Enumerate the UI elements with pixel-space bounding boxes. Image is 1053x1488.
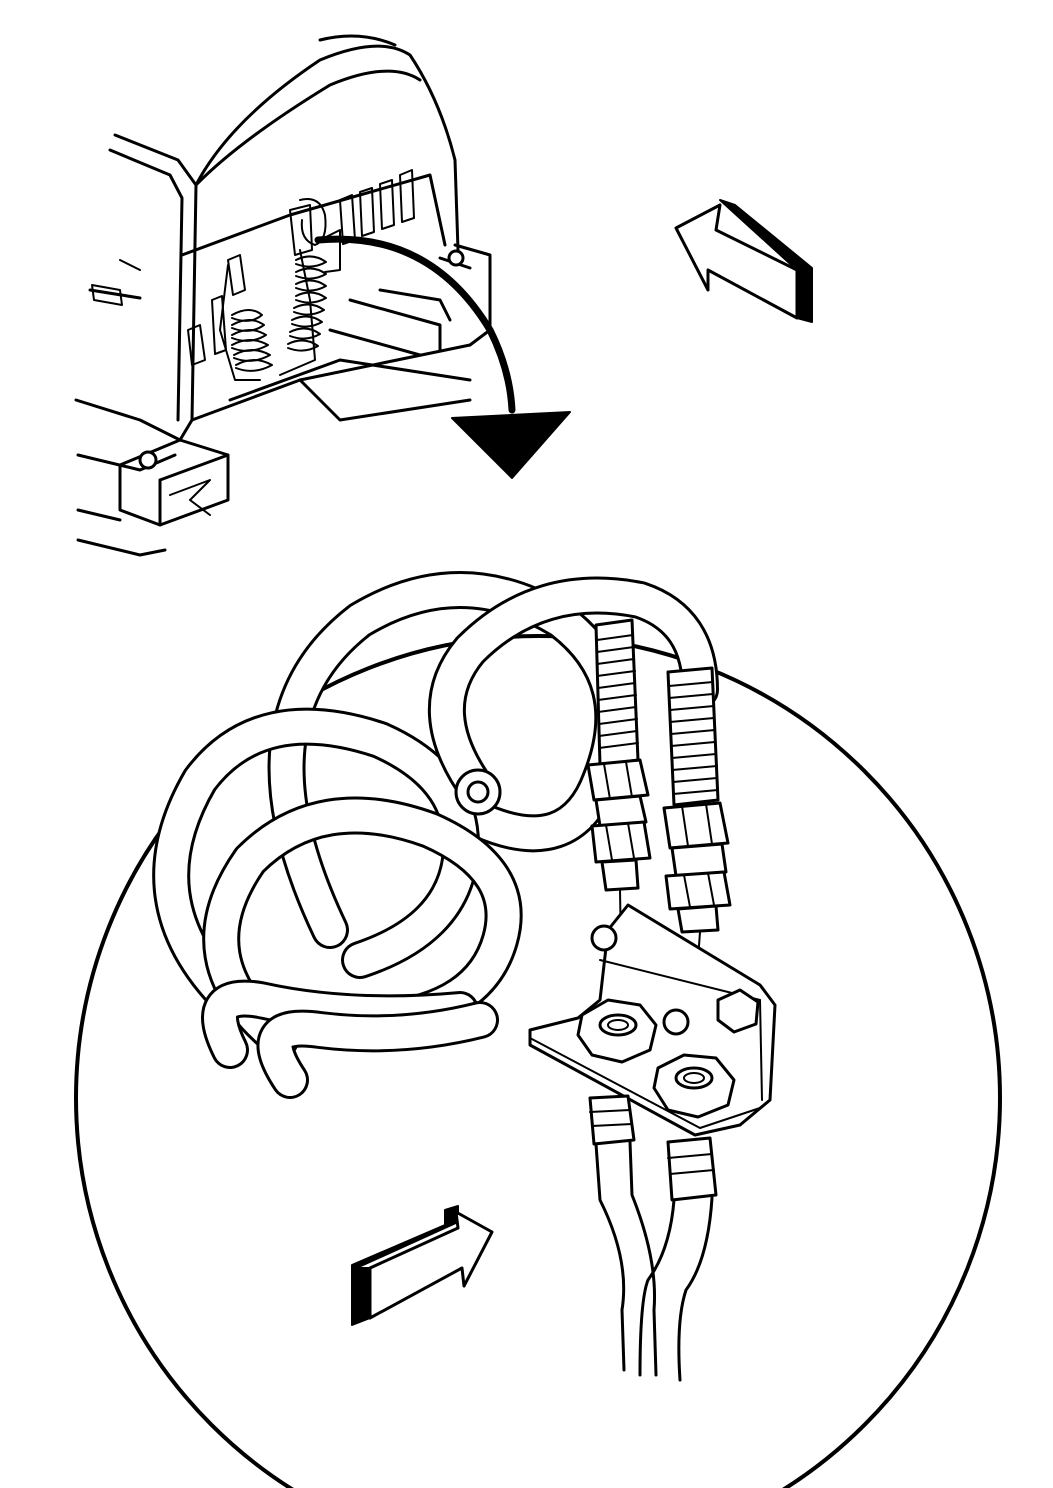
left-hose-fitting [586,618,652,1011]
detail-magnified-view [74,571,1002,1488]
curved-pointer-arrow-icon [314,235,571,479]
mounting-bracket [528,903,777,1137]
direction-arrow-icon [351,1205,494,1326]
direction-arrow-icon [674,199,813,323]
vehicle-rear-view [74,34,492,557]
lower-brake-lines [588,1094,718,1382]
coiled-hose [152,571,719,1099]
